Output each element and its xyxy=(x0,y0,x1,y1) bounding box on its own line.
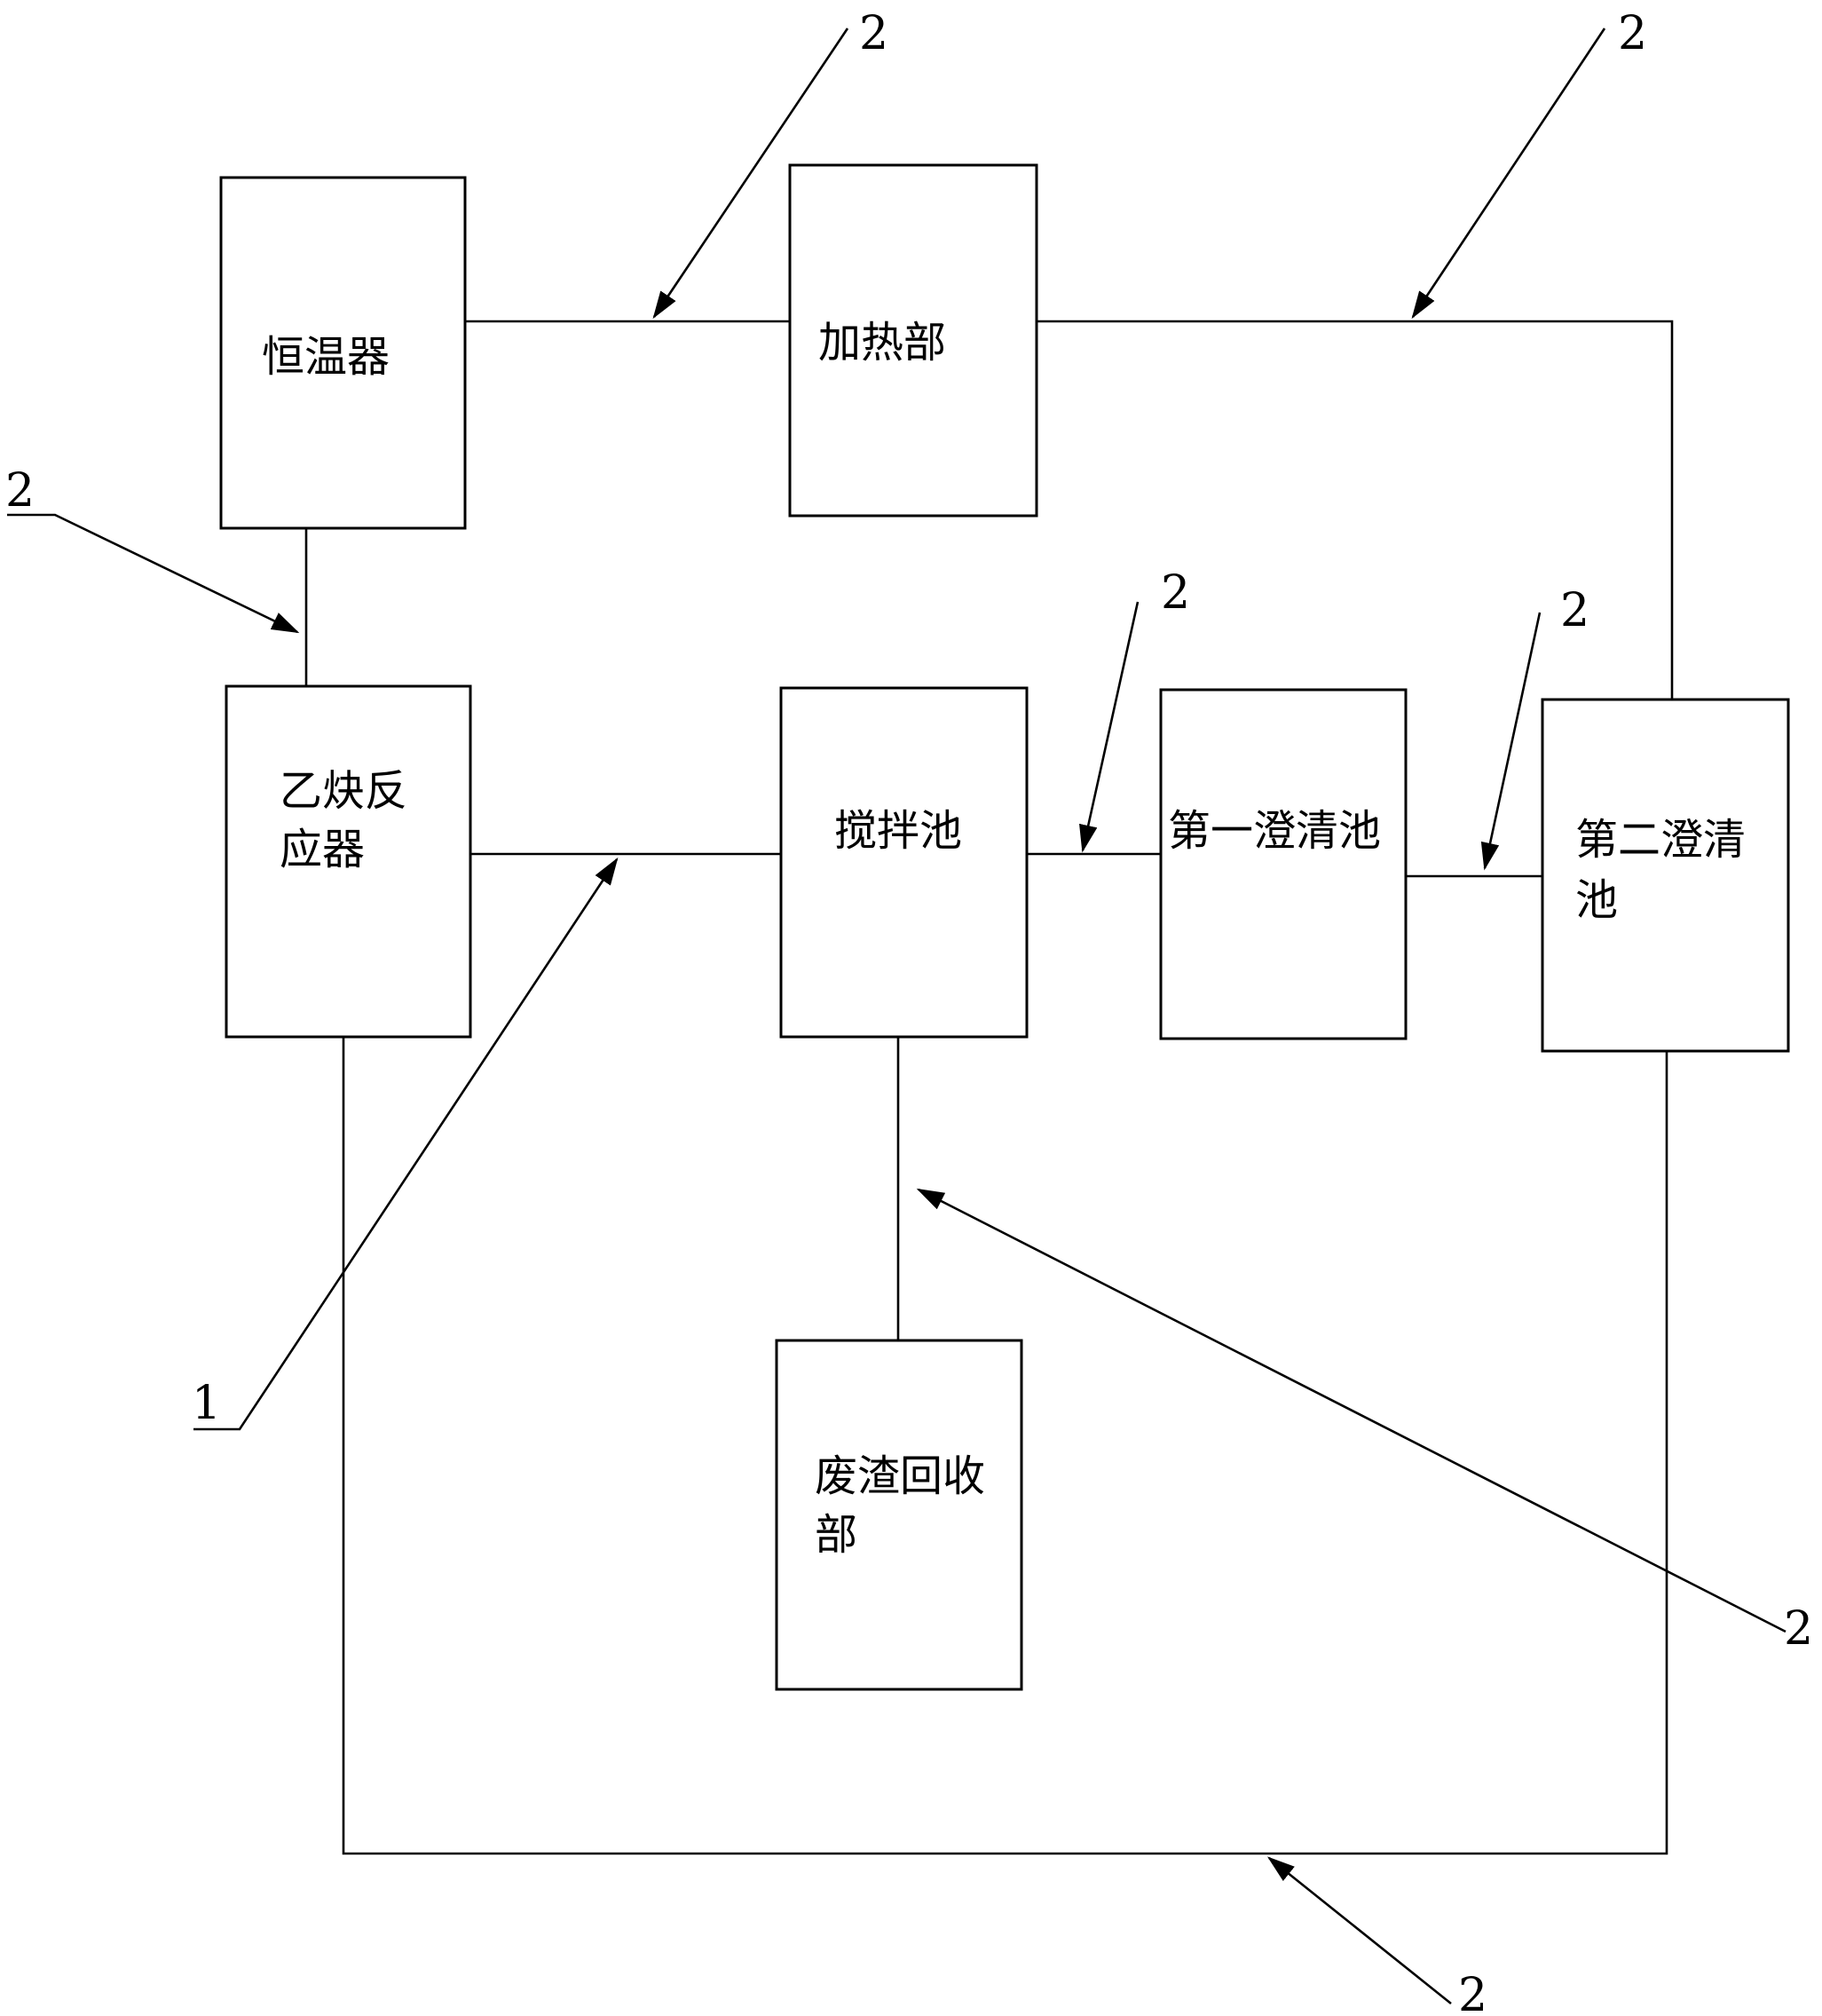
callout-2-left: 2 xyxy=(5,464,300,634)
acetylene-reactor-label-line1: 乙炔反 xyxy=(280,766,407,816)
second-clarifier-label-line2: 池 xyxy=(1575,875,1618,925)
heater-label: 加热部 xyxy=(818,318,946,368)
first-clarifier-box: 第一澄清池 xyxy=(1159,688,1408,1040)
numeral-2: 2 xyxy=(1161,566,1190,620)
numeral-2: 2 xyxy=(1458,1969,1487,2016)
pipes xyxy=(304,320,1674,1855)
thermostat-box: 恒温器 xyxy=(219,176,467,530)
numeral-1: 1 xyxy=(192,1377,221,1430)
pipe-return-loop xyxy=(342,1037,1668,1855)
callout-1-main-pipe: 1 xyxy=(192,857,619,1431)
stirring-tank-box: 搅拌池 xyxy=(779,686,1029,1039)
waste-recovery-box: 废渣回收 部 xyxy=(775,1339,1023,1691)
callout-2-top-middle: 2 xyxy=(652,7,888,320)
waste-recovery-label-line1: 废渣回收 xyxy=(815,1451,985,1501)
second-clarifier-box: 第二澄清 池 xyxy=(1541,698,1790,1053)
numeral-2: 2 xyxy=(1618,7,1647,60)
callout-2-top-right: 2 xyxy=(1411,7,1647,320)
callout-2-clarifier-clarifier: 2 xyxy=(1480,584,1589,871)
pipe-heater-second-clarifier xyxy=(1037,320,1674,700)
numeral-2: 2 xyxy=(859,7,888,60)
callout-2-waste-pipe: 2 xyxy=(916,1188,1813,1656)
numeral-2: 2 xyxy=(5,464,35,518)
thermostat-label: 恒温器 xyxy=(262,332,390,382)
numeral-2: 2 xyxy=(1784,1602,1813,1656)
callout-2-return-loop: 2 xyxy=(1266,1856,1487,2016)
acetylene-reactor-box: 乙炔反 应器 xyxy=(225,684,472,1039)
waste-recovery-label-line2: 部 xyxy=(815,1510,857,1560)
reference-numerals: 2 2 2 2 2 1 2 2 xyxy=(5,7,1813,2016)
heater-box: 加热部 xyxy=(788,163,1038,518)
first-clarifier-label: 第一澄清池 xyxy=(1168,806,1381,856)
acetylene-reactor-label-line2: 应器 xyxy=(280,825,365,874)
stirring-tank-label: 搅拌池 xyxy=(834,806,962,856)
second-clarifier-label-line1: 第二澄清 xyxy=(1575,815,1746,865)
numeral-2: 2 xyxy=(1560,584,1589,637)
callout-2-stirring-clarifier: 2 xyxy=(1079,566,1190,853)
